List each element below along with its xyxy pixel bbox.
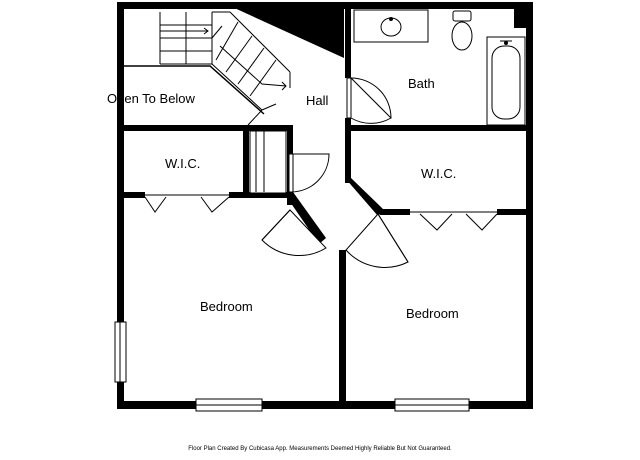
interior-walls — [117, 2, 533, 408]
door-closet-small — [249, 130, 330, 194]
stair-railing — [124, 65, 265, 115]
door-bedroom-left — [261, 209, 327, 257]
wall-corner-top — [230, 6, 344, 58]
label-bedroom-right: Bedroom — [406, 306, 459, 321]
label-wic-left: W.I.C. — [165, 156, 200, 171]
window-bottom-left — [195, 398, 263, 412]
window-bottom-right — [394, 398, 470, 412]
label-bedroom-left: Bedroom — [200, 299, 253, 314]
label-wic-right: W.I.C. — [421, 166, 456, 181]
bath-vanity — [353, 9, 429, 43]
window-left — [114, 321, 127, 383]
label-open-to-below: Open To Below — [107, 91, 196, 106]
door-bedroom-right — [345, 213, 409, 268]
door-bath — [346, 76, 392, 124]
bathtub-icon — [486, 36, 526, 126]
door-wic-left — [144, 194, 230, 213]
toilet-icon — [451, 10, 473, 51]
label-bath: Bath — [408, 76, 435, 91]
staircase — [159, 11, 291, 126]
door-wic-right — [410, 211, 498, 231]
outer-walls — [117, 2, 533, 409]
floor-plan-credit: Floor Plan Created By Cubicasa App. Meas… — [188, 446, 452, 452]
label-hall: Hall — [306, 93, 329, 108]
